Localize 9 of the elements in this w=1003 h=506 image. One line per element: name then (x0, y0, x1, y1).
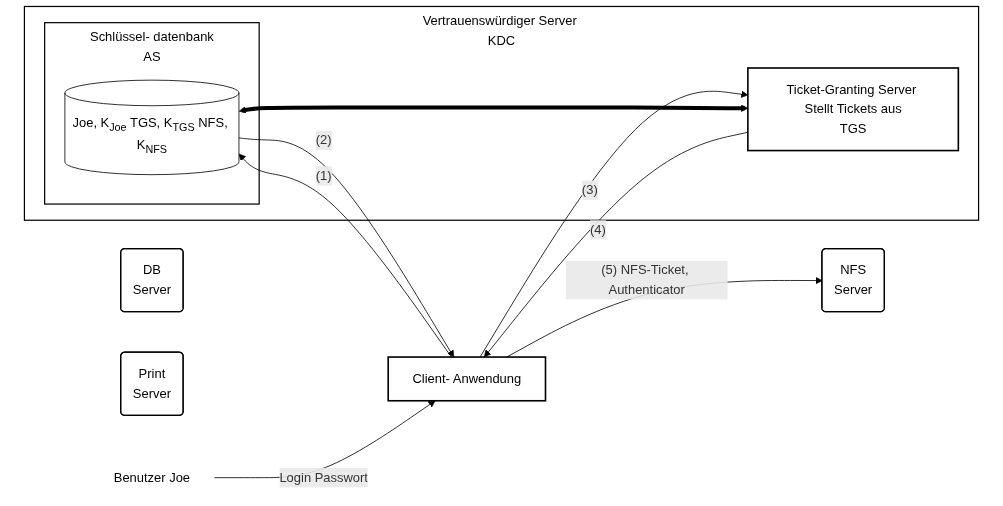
edge-label: (2) (315, 133, 332, 147)
edge-label: (4) (589, 222, 606, 237)
node-box: Ticket-Granting Server Stellt Tickets aus TGS (747, 67, 960, 152)
edge-label: (5) NFS-Ticket, Authenticator (601, 263, 689, 297)
node-text: Benutzer Joe (113, 470, 191, 485)
node-box: Client- Anwendung (387, 356, 547, 402)
edge-label: (3) (581, 182, 598, 197)
edge-label: Login Passwort (279, 470, 368, 485)
edge-label: (1) (315, 168, 332, 183)
